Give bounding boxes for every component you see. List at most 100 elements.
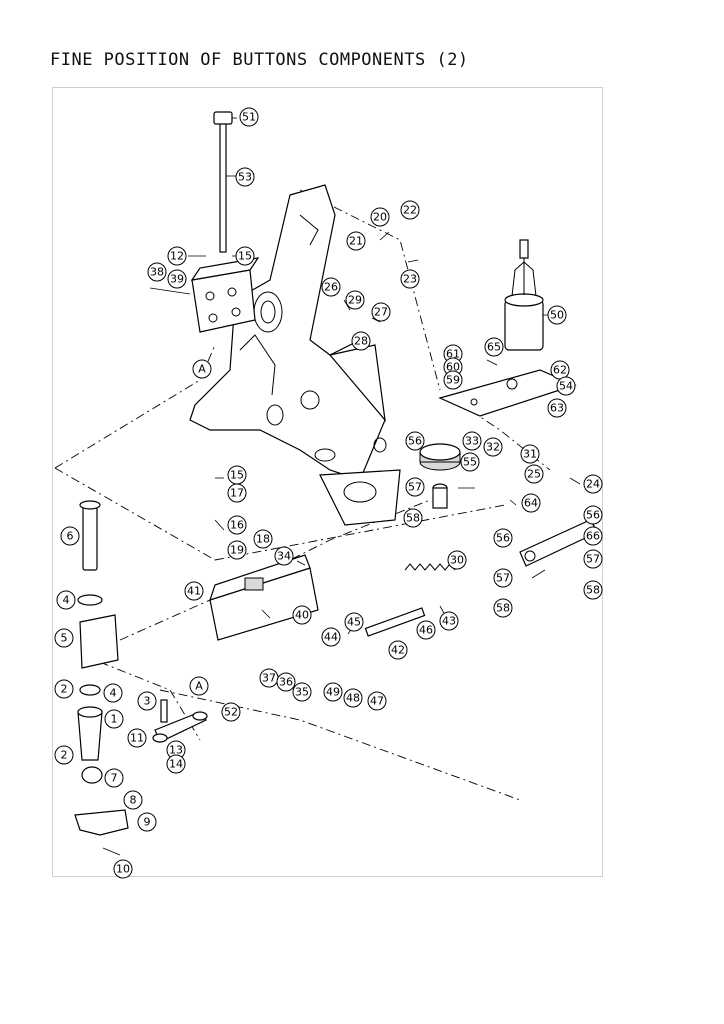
page-title: FINE POSITION OF BUTTONS COMPONENTS (2) (50, 50, 469, 70)
callout-57b: 57 (583, 549, 603, 569)
svg-text:25: 25 (527, 468, 541, 481)
callout-51: 51 (239, 107, 259, 127)
callout-32: 32 (483, 437, 503, 457)
callout-58b: 58 (583, 580, 603, 600)
svg-text:24: 24 (586, 478, 600, 491)
svg-text:57: 57 (496, 572, 510, 585)
svg-text:26: 26 (324, 281, 338, 294)
svg-text:60: 60 (446, 361, 460, 374)
callout-33: 33 (462, 431, 482, 451)
svg-text:58: 58 (406, 512, 420, 525)
callout-60: 60 (443, 357, 463, 377)
solenoid (504, 239, 544, 351)
callout-25: 25 (524, 464, 544, 484)
svg-text:58: 58 (586, 584, 600, 597)
adjusting-rod (213, 111, 237, 253)
callout-36: 36 (276, 672, 296, 692)
connecting-rod (364, 607, 426, 637)
svg-text:14: 14 (169, 758, 183, 771)
svg-text:56: 56 (408, 435, 422, 448)
callout-23: 23 (400, 269, 420, 289)
svg-text:10: 10 (116, 863, 130, 876)
svg-text:56: 56 (586, 509, 600, 522)
callout-2b: 2 (54, 745, 74, 765)
svg-text:50: 50 (550, 309, 564, 322)
callout-49: 49 (323, 682, 343, 702)
svg-text:30: 30 (450, 554, 464, 567)
callout-66: 66 (583, 526, 603, 546)
callout-50: 50 (547, 305, 567, 325)
slide-plate (209, 554, 319, 641)
callout-6: 6 (60, 526, 80, 546)
svg-text:2: 2 (61, 683, 68, 696)
lower-lever (152, 699, 208, 743)
callout-8: 8 (123, 790, 143, 810)
svg-text:29: 29 (348, 294, 362, 307)
svg-text:9: 9 (144, 816, 151, 829)
svg-text:27: 27 (374, 306, 388, 319)
svg-text:8: 8 (130, 794, 137, 807)
callout-53: 53 (235, 167, 255, 187)
svg-text:18: 18 (256, 533, 270, 546)
callout-65: 65 (484, 337, 504, 357)
svg-text:49: 49 (326, 686, 340, 699)
callout-17: 17 (227, 483, 247, 503)
svg-text:15: 15 (238, 250, 252, 263)
svg-text:48: 48 (346, 692, 360, 705)
callout-3: 3 (137, 691, 157, 711)
callout-47: 47 (367, 691, 387, 711)
callout-41: 41 (184, 581, 204, 601)
callout-22: 22 (400, 200, 420, 220)
svg-text:6: 6 (67, 530, 74, 543)
svg-text:40: 40 (295, 609, 309, 622)
svg-text:61: 61 (446, 348, 460, 361)
svg-text:57: 57 (408, 481, 422, 494)
callout-58a: 58 (403, 508, 423, 528)
callout-42: 42 (388, 640, 408, 660)
svg-text:54: 54 (559, 380, 573, 393)
callout-40: 40 (292, 605, 312, 625)
callout-38: 38 (147, 262, 167, 282)
svg-text:36: 36 (279, 676, 293, 689)
svg-text:11: 11 (130, 732, 144, 745)
svg-text:5: 5 (61, 632, 68, 645)
callout-37: 37 (259, 668, 279, 688)
svg-text:7: 7 (111, 772, 118, 785)
svg-text:17: 17 (230, 487, 244, 500)
svg-text:28: 28 (354, 335, 368, 348)
svg-text:62: 62 (553, 364, 567, 377)
callout-56a: 56 (405, 431, 425, 451)
callout-4a: 4 (56, 590, 76, 610)
callout-54: 54 (556, 376, 576, 396)
callout-63: 63 (547, 398, 567, 418)
svg-text:20: 20 (373, 211, 387, 224)
svg-text:39: 39 (170, 273, 184, 286)
svg-text:65: 65 (487, 341, 501, 354)
left-tower (74, 500, 129, 856)
callout-30: 30 (447, 550, 467, 570)
svg-text:16: 16 (230, 519, 244, 532)
callout-59: 59 (443, 370, 463, 390)
svg-text:46: 46 (419, 624, 433, 637)
callout-1: 1 (104, 709, 124, 729)
svg-text:38: 38 (150, 266, 164, 279)
svg-text:63: 63 (550, 402, 564, 415)
callout-52: 52 (221, 702, 241, 722)
svg-text:52: 52 (224, 706, 238, 719)
svg-text:57: 57 (586, 553, 600, 566)
callout-a-bottom: A (189, 676, 209, 696)
callout-48: 48 (343, 688, 363, 708)
svg-text:43: 43 (442, 615, 456, 628)
callout-7: 7 (104, 768, 124, 788)
gear (419, 443, 461, 509)
svg-text:35: 35 (295, 686, 309, 699)
callout-34: 34 (274, 546, 294, 566)
callout-45: 45 (344, 612, 364, 632)
callout-21: 21 (346, 231, 366, 251)
callout-27: 27 (371, 302, 391, 322)
svg-text:4: 4 (63, 594, 70, 607)
svg-text:21: 21 (349, 235, 363, 248)
svg-text:19: 19 (230, 544, 244, 557)
svg-text:32: 32 (486, 441, 500, 454)
svg-text:15: 15 (230, 469, 244, 482)
